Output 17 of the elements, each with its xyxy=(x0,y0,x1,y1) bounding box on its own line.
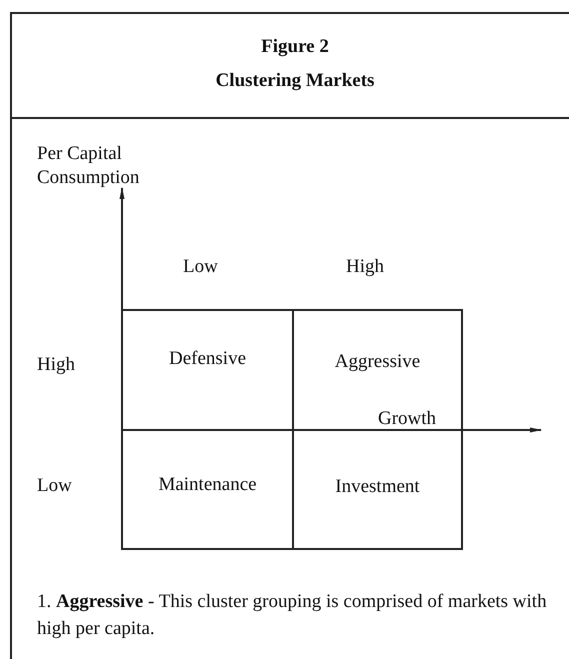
quadrant-label: Investment xyxy=(335,476,420,498)
figure-number: Figure 2 xyxy=(261,35,329,59)
quadrant-cell xyxy=(121,429,294,550)
quadrant-cell xyxy=(121,309,294,431)
note-text: 1. Aggressive - This cluster grouping is comprised of markets with high per capita. xyxy=(37,590,548,641)
row-label: Low xyxy=(37,475,72,497)
row-label: High xyxy=(37,354,75,376)
figure-title: Clustering Markets xyxy=(216,69,374,93)
column-label: Low xyxy=(183,256,218,278)
column-label: High xyxy=(346,256,384,278)
axis-title: Growth xyxy=(378,408,436,430)
axis-title: Per Capital Consumption xyxy=(37,142,140,190)
quadrant-label: Aggressive xyxy=(334,351,420,373)
quadrant-label: Defensive xyxy=(168,348,246,370)
quadrant-cell xyxy=(292,429,463,550)
quadrant-cell xyxy=(292,309,463,431)
quadrant-label: Maintenance xyxy=(158,474,257,496)
